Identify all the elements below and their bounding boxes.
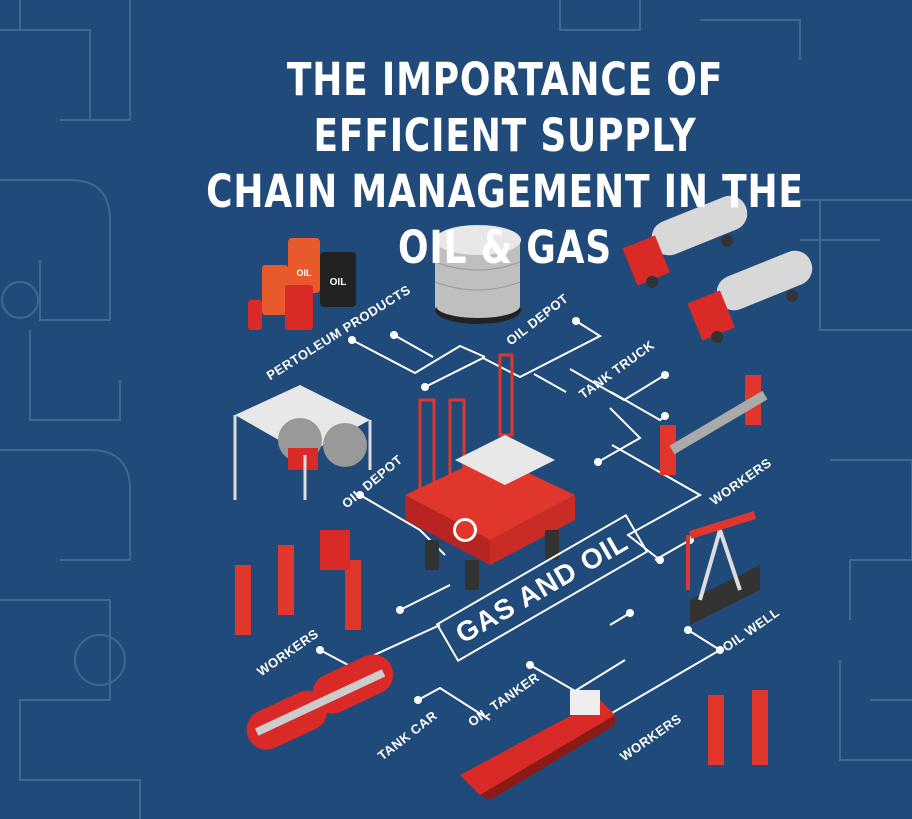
tank-truck-illustration — [622, 195, 813, 343]
oil-well-illustration — [686, 511, 760, 625]
canister-label: OIL — [297, 268, 313, 278]
workers-right-illustration — [660, 375, 768, 475]
workers-left-illustration — [235, 530, 361, 635]
title-line-2: CHAIN MANAGEMENT IN THE OIL & GAS — [206, 165, 804, 274]
oil-platform-illustration — [405, 353, 575, 590]
oil-depot-facility-illustration — [233, 385, 372, 500]
page-title: THE IMPORTANCE OF EFFICIENT SUPPLY CHAIN… — [197, 52, 813, 276]
oil-tanker-illustration — [460, 690, 615, 800]
barrel-label: OIL — [330, 277, 347, 288]
title-line-1: THE IMPORTANCE OF EFFICIENT SUPPLY — [286, 53, 724, 162]
tank-car-illustration — [246, 654, 394, 750]
oil-depot-tank-illustration — [434, 225, 521, 324]
petroleum-products-illustration: OIL OIL — [248, 238, 356, 330]
workers-bottom-illustration — [708, 690, 768, 765]
